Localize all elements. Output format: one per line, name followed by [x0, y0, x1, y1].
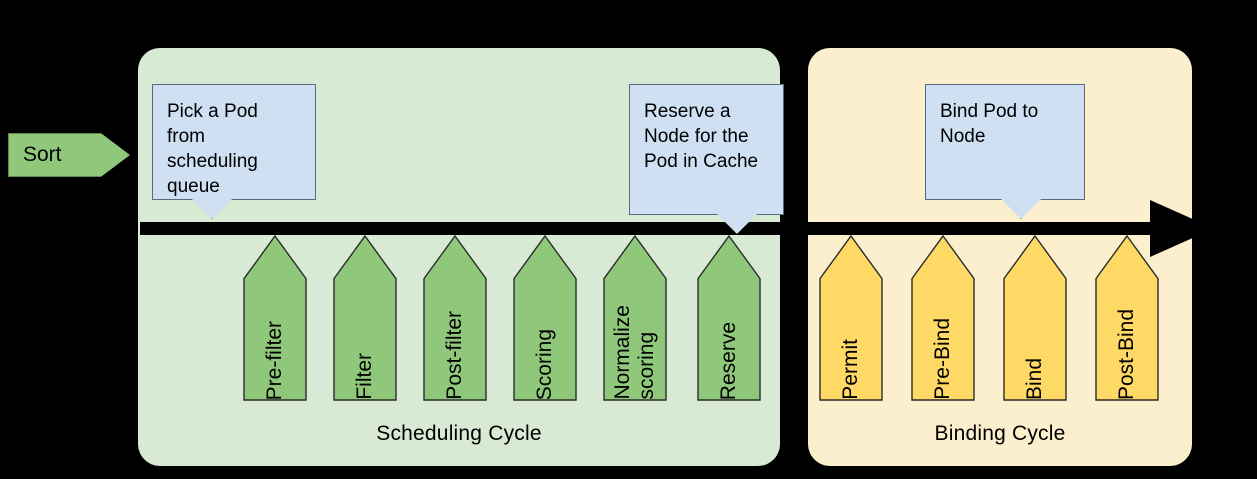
- plugin-label: Post-filter: [443, 311, 466, 400]
- sort-plugin-label: Sort: [23, 143, 62, 166]
- callout-reserve-node: Reserve a Node for the Pod in Cache: [629, 84, 784, 215]
- callout-reserve-node-text: Reserve a Node for the Pod in Cache: [629, 84, 784, 215]
- plugin-label: Scoring: [533, 328, 556, 400]
- callout-tail-icon: [999, 199, 1043, 219]
- callout-bind-pod-to-node: Bind Pod to Node: [925, 84, 1085, 200]
- plugin-label: Pre-Bind: [931, 318, 954, 400]
- plugin-label: Post-Bind: [1115, 308, 1138, 400]
- plugin-label: Reserve: [717, 321, 740, 400]
- sort-plugin-arrow[interactable]: Sort: [8, 133, 130, 177]
- plugin-label: Permit: [839, 339, 862, 400]
- scheduling-cycle-label: Scheduling Cycle: [376, 422, 542, 445]
- callout-pick-a-pod: Pick a Pod from scheduling queue: [152, 84, 316, 200]
- callout-pick-a-pod-text: Pick a Pod from scheduling queue: [152, 84, 316, 200]
- callout-tail-icon: [715, 214, 759, 234]
- plugin-label: Filter: [353, 353, 376, 400]
- plugin-label: Bind: [1023, 357, 1046, 400]
- callout-bind-pod-to-node-text: Bind Pod to Node: [925, 84, 1085, 200]
- callout-tail-icon: [190, 199, 234, 219]
- plugin-label: Normalize scoring: [611, 305, 658, 400]
- plugin-label: Pre-filter: [263, 320, 286, 400]
- binding-cycle-label: Binding Cycle: [934, 422, 1066, 445]
- scheduler-flow-arrow-bar: [140, 222, 1208, 235]
